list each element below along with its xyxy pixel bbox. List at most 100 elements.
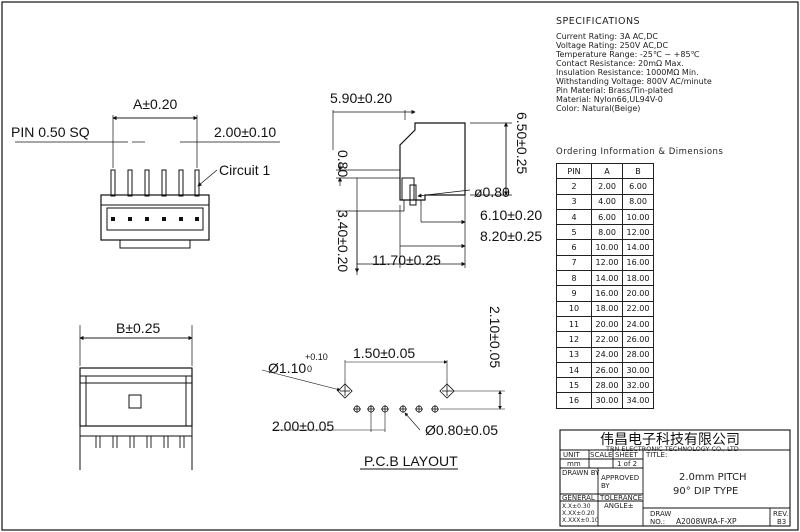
dim-2-10: 2.10±0.05 (487, 306, 503, 369)
label-circuit-1: Circuit 1 (219, 162, 271, 178)
table-cell: 6.00 (591, 208, 623, 226)
tolerance-2: X.XX±0.20 (562, 510, 595, 517)
company-name-en: TRN ELECTRONIC TECHNOLOGY CO., LTD (606, 445, 739, 453)
table-cell: 18.00 (591, 300, 623, 317)
angle-label: ANGLE± (604, 502, 634, 510)
dim-6-10: 6.10±0.20 (480, 207, 543, 223)
table-cell: 28.00 (622, 346, 654, 363)
dim-hole-tol-plus: +0.10 (305, 352, 328, 362)
spec-line: Insulation Resistance: 1000MΩ Min. (556, 68, 699, 77)
spec-title: SPECIFICATIONS (556, 16, 641, 27)
sheet-label: SHEET (615, 451, 638, 459)
dim-6-50: 6.50±0.25 (514, 112, 530, 175)
table-cell: 14.00 (591, 270, 623, 287)
approved-by-label: BY (601, 482, 610, 490)
table-cell: 28.00 (591, 377, 623, 394)
table-cell: 12.00 (591, 254, 623, 272)
dim-5-90: 5.90±0.20 (330, 90, 393, 106)
table-cell: 4 (556, 208, 592, 226)
spec-line: Color: Natural(Beige) (556, 104, 641, 113)
table-cell: 22.00 (591, 331, 623, 348)
table-cell: 14 (556, 361, 592, 379)
table-cell: 3 (556, 193, 592, 210)
dim-8-20: 8.20±0.25 (480, 228, 543, 244)
dim-a: A±0.20 (133, 96, 178, 112)
table-cell: 22.00 (622, 300, 654, 317)
table-cell: 15 (556, 377, 592, 394)
table-cell: 16.00 (622, 254, 654, 272)
tolerance-3: X.XXX±0.10 (562, 517, 599, 524)
table-cell: 30.00 (591, 392, 623, 409)
draw-no-label: NO.: (650, 518, 666, 526)
spec-line: Voltage Rating: 250V AC,DC (556, 41, 669, 50)
table-cell: 7 (556, 254, 592, 272)
table-cell: 24.00 (622, 315, 654, 333)
table-cell: 2 (556, 178, 592, 195)
tolerance-1: X.X±0.30 (562, 503, 591, 510)
table-header-cell: B (622, 162, 654, 180)
table-cell: 8.00 (622, 193, 654, 210)
scale-label: SCALE (590, 451, 613, 459)
dim-11-70: 11.70±0.25 (372, 252, 441, 268)
spec-line: Withstanding Voltage: 800V AC/minute (556, 77, 712, 86)
table-cell: 26.00 (622, 331, 654, 348)
dim-b: B±0.25 (116, 320, 161, 336)
front-view (15, 115, 280, 249)
table-cell: 34.00 (622, 392, 654, 409)
dim-pitch-top: 2.00±0.10 (214, 124, 277, 140)
dim-pitch-pcb: 2.00±0.05 (272, 418, 335, 434)
table-cell: 26.00 (591, 361, 623, 379)
table-cell: 5 (556, 224, 592, 241)
spec-line: Temperature Range: -25℃ ~ +85℃ (556, 50, 700, 59)
table-header-cell: A (591, 162, 623, 180)
spec-line: Pin Material: Brass/Tin-plated (556, 86, 674, 95)
table-cell: 32.00 (622, 377, 654, 394)
draw-label: DRAW (650, 510, 672, 518)
spec-line: Current Rating: 3A AC,DC (556, 32, 658, 41)
table-cell: 10 (556, 300, 592, 317)
table-cell: 20.00 (591, 315, 623, 333)
table-cell: 2.00 (591, 178, 623, 195)
dim-hole-diameter: Ø1.10 (268, 360, 307, 376)
dim-0-80: 0.80 (335, 150, 351, 178)
company-name-cn: 伟昌电子科技有限公司 (600, 432, 740, 448)
table-cell: 8 (556, 270, 592, 287)
table-cell: 14.00 (622, 239, 654, 256)
table-cell: 6.00 (622, 178, 654, 195)
unit-label: UNIT (563, 451, 580, 459)
dim-phi-0-80-b: Ø0.80±0.05 (425, 422, 499, 438)
title-block-grid (559, 429, 791, 527)
side-view (332, 109, 512, 275)
sheet-value: 1 of 2 (617, 460, 638, 468)
pcb-layout-drawing (261, 360, 505, 470)
table-cell: 11 (556, 315, 592, 333)
table-cell: 12 (556, 331, 592, 348)
table-cell: 13 (556, 346, 592, 363)
table-cell: 30.00 (622, 361, 654, 379)
pcb-layout-label: P.C.B LAYOUT (364, 453, 458, 469)
dim-hole-tol-zero: 0 (307, 364, 313, 374)
spec-line: Contact Resistance: 20mΩ Max. (556, 59, 684, 68)
dim-pin-sq: PIN 0.50 SQ (11, 124, 90, 140)
general-label: GENERAL (562, 494, 595, 502)
drawn-by-label: DRAWN BY (562, 469, 600, 477)
table-cell: 24.00 (591, 346, 623, 363)
table-cell: 18.00 (622, 270, 654, 287)
rev-value: B3 (777, 518, 787, 526)
table-cell: 8.00 (591, 224, 623, 241)
